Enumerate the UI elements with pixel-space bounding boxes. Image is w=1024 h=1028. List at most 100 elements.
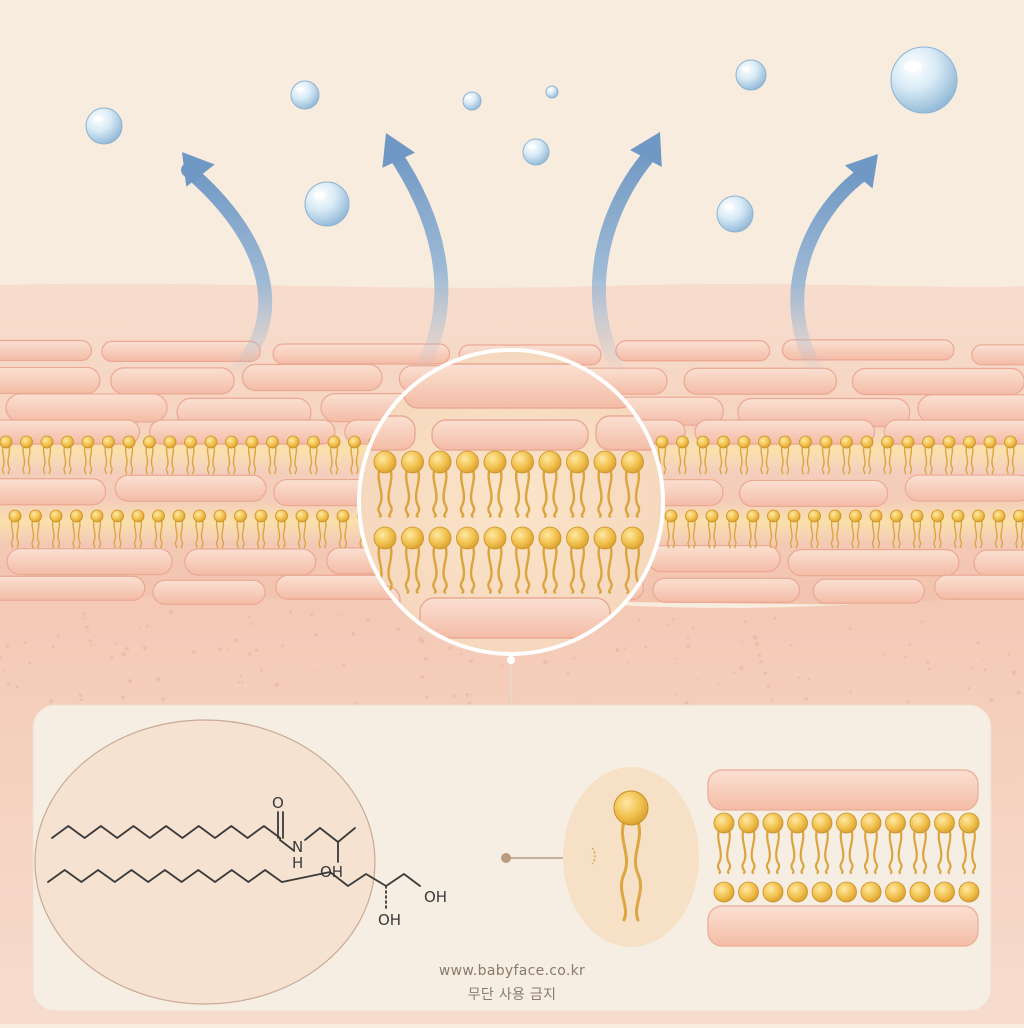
droplet-highlight — [724, 204, 734, 210]
dermis-dot — [798, 677, 801, 680]
lipid-head — [686, 510, 698, 522]
dermis-dot — [139, 627, 141, 629]
lipid-head — [861, 813, 881, 833]
bilayer-lipid-head — [959, 882, 979, 902]
corneocyte — [653, 578, 800, 602]
corneocyte — [185, 549, 316, 575]
lipid-head — [402, 451, 424, 473]
dermis-dot — [110, 656, 113, 659]
lipid-head — [349, 436, 361, 448]
water-droplet — [291, 81, 319, 109]
lipid-head — [317, 510, 329, 522]
corneocyte — [918, 395, 1024, 423]
lipid-head — [727, 510, 739, 522]
droplet-highlight — [313, 192, 325, 199]
dermis-dot — [156, 677, 160, 681]
water-droplet — [86, 108, 122, 144]
lipid-head — [429, 527, 451, 549]
lipid-head — [539, 527, 561, 549]
dermis-dot — [239, 675, 241, 677]
dermis-dot — [192, 650, 196, 654]
lipid-head — [71, 510, 83, 522]
dermis-dot — [237, 681, 240, 684]
callout-dot — [501, 853, 511, 863]
lipid-head — [214, 510, 226, 522]
dermis-dot — [754, 642, 759, 647]
lipid-head — [841, 436, 853, 448]
droplet-highlight — [528, 145, 535, 149]
water-droplet — [546, 86, 558, 98]
dermis-dot — [469, 659, 473, 663]
dermis-dot — [770, 698, 773, 701]
bilayer-lipid-head — [861, 882, 881, 902]
lipid-head — [739, 813, 759, 833]
bilayer-cell-top — [708, 770, 978, 810]
lipid-head — [891, 510, 903, 522]
dermis-dot — [396, 628, 400, 632]
dermis-dot — [501, 664, 503, 666]
bilayer-lipid-head — [910, 882, 930, 902]
lipid-head — [484, 527, 506, 549]
lipid-head — [144, 436, 156, 448]
lipid-head — [91, 510, 103, 522]
dermis-dot — [351, 632, 355, 636]
lipid-head — [457, 527, 479, 549]
dermis-dot — [904, 655, 907, 658]
dermis-dot — [808, 678, 811, 681]
hydroxyl-label-1: OH — [320, 863, 343, 881]
dermis-dot — [1013, 673, 1015, 675]
lipid-head — [812, 813, 832, 833]
lipid-head — [374, 451, 396, 473]
dermis-dot — [114, 642, 116, 644]
dermis-dot — [3, 670, 5, 672]
dermis-dot — [89, 639, 92, 642]
lipid-head — [973, 510, 985, 522]
lipid-head — [512, 451, 534, 473]
dermis-dot — [739, 666, 744, 671]
lipid-head — [759, 436, 771, 448]
dermis-dot — [218, 647, 222, 651]
water-droplet — [736, 60, 766, 90]
lipid-head — [677, 436, 689, 448]
lipid-head — [337, 510, 349, 522]
dermis-dot — [80, 699, 83, 702]
lipid-head — [132, 510, 144, 522]
lipid-head — [484, 451, 506, 473]
dermis-dot — [849, 627, 852, 630]
lipid-head — [935, 813, 955, 833]
dermis-dot — [774, 617, 777, 620]
dermis-dot — [425, 695, 429, 699]
dermis-dot — [970, 667, 972, 669]
ceramide-molecule-bubble — [35, 720, 375, 1004]
lipid-head — [82, 436, 94, 448]
dermis-dot — [128, 679, 132, 683]
lipid-head — [718, 436, 730, 448]
bilayer-lipid-head — [739, 882, 759, 902]
lipid-head — [714, 813, 734, 833]
lipid-head — [763, 813, 783, 833]
lipid-head — [902, 436, 914, 448]
lipid-head — [886, 813, 906, 833]
watermark-notice: 무단 사용 금지 — [402, 984, 622, 1004]
lipid-head — [911, 510, 923, 522]
corneocyte — [905, 475, 1024, 501]
bilayer-lipid-head — [837, 882, 857, 902]
dermis-dot — [275, 683, 279, 687]
dermis-dot — [56, 635, 59, 638]
dermis-dot — [51, 645, 54, 648]
dermis-dot — [90, 644, 92, 646]
lipid-head — [205, 436, 217, 448]
lipid-head — [1005, 436, 1017, 448]
lipid-head — [943, 436, 955, 448]
lipid-head — [9, 510, 21, 522]
dermis-dot — [758, 654, 762, 658]
lipid-head — [706, 510, 718, 522]
lipid-head — [246, 436, 258, 448]
lipid-head — [62, 436, 74, 448]
lipid-head — [153, 510, 165, 522]
lipid-head — [993, 510, 1005, 522]
corneocyte — [153, 580, 265, 604]
lipid-head — [923, 436, 935, 448]
droplet-highlight — [466, 96, 471, 99]
